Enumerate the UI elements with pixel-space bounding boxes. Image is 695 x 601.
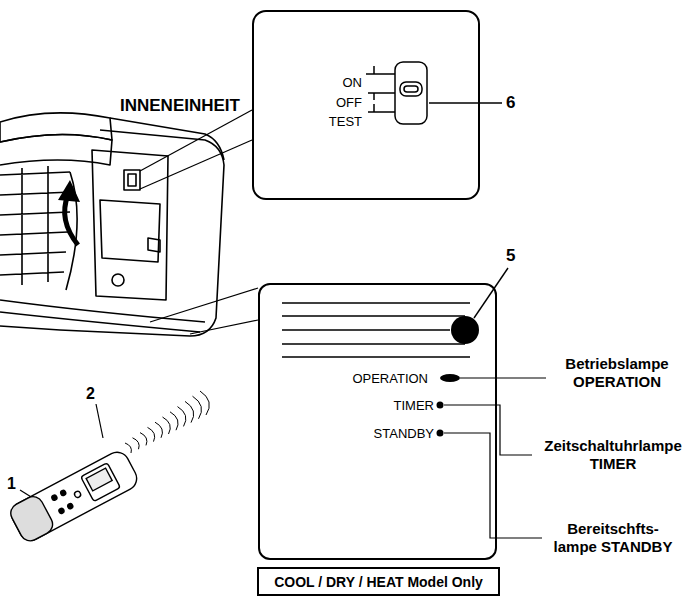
- remote-control-part: [86, 468, 112, 491]
- signal-waves: [125, 391, 209, 453]
- signal-waves-part: [163, 417, 171, 434]
- indoor-unit-part: [148, 238, 160, 252]
- slide-switch-part: [429, 102, 502, 104]
- note-text: COOL / DRY / HEAT Model Only: [274, 575, 483, 589]
- panel-text: OFF: [336, 96, 362, 109]
- display-grille-part: [474, 268, 508, 318]
- remote-control-part: [74, 490, 82, 498]
- signal-waves-part: [185, 401, 194, 422]
- signal-waves-part: [155, 422, 162, 438]
- lamp-label: Zeitschaltuhrlampe TIMER: [537, 437, 689, 473]
- zoom-lines-part: [140, 140, 252, 189]
- model-note-box: COOL / DRY / HEAT Model Only: [257, 567, 500, 596]
- leader-lines: [20, 378, 546, 538]
- signal-waves-part: [178, 407, 186, 427]
- remote-control-part: [60, 490, 67, 497]
- leader-lines-part: [444, 405, 532, 455]
- zoom-lines-part: [190, 320, 258, 334]
- indoor-unit-part: [110, 118, 224, 160]
- zoom-lines-part: [150, 288, 258, 322]
- switch-zoom-box: ON OFF TEST: [252, 10, 480, 200]
- indoor-unit-part: [112, 274, 124, 286]
- open-arrow: [65, 195, 78, 245]
- remote-control-part: [7, 493, 56, 544]
- signal-waves-part: [140, 433, 147, 446]
- arrow-head: [58, 180, 80, 202]
- display-grille-part: [282, 303, 470, 357]
- standby-lamp: [437, 430, 444, 437]
- panel-text: OPERATION: [352, 372, 428, 385]
- display-grille: [282, 268, 508, 357]
- slide-switch: [366, 62, 502, 124]
- receiver-lamp: [451, 316, 479, 344]
- indoor-unit-part: [0, 312, 200, 332]
- signal-waves-part: [125, 443, 131, 453]
- panel-text: STANDBY: [374, 427, 434, 440]
- signal-waves-part: [193, 396, 202, 419]
- remote-control: [7, 448, 141, 544]
- indoor-unit-part: [100, 200, 160, 262]
- indoor-unit-part: [92, 150, 168, 300]
- indoor-unit-part: [0, 300, 205, 322]
- remote-control-part: [7, 448, 141, 544]
- slide-switch-part: [366, 66, 395, 74]
- remote-control-part: [81, 463, 121, 502]
- signal-waves-part: [200, 391, 209, 415]
- slide-switch-part: [395, 62, 427, 124]
- lamp-label: Bereitschfts- lampe STANDBY: [548, 520, 678, 556]
- slide-switch-part: [400, 82, 422, 96]
- indoor-unit-part: [0, 130, 224, 336]
- lamp-label: Betriebslampe OPERATION: [552, 355, 682, 391]
- leader-lines-part: [444, 433, 542, 538]
- indoor-unit-part: [128, 174, 136, 186]
- indoor-unit-part: [0, 166, 72, 285]
- zoom-lines: [140, 110, 258, 334]
- panel-text: TIMER: [394, 399, 434, 412]
- panel-text: ON: [343, 76, 363, 89]
- zoom-lines-part: [140, 110, 252, 171]
- leader-lines-part: [96, 404, 103, 438]
- indoor-unit: [0, 113, 224, 336]
- callout-number: 6: [506, 93, 515, 113]
- remote-control-part: [58, 507, 65, 514]
- display-zoom-box: OPERATION TIMER STANDBY: [258, 283, 497, 560]
- callout-number: 1: [7, 474, 16, 493]
- signal-waves-part: [133, 438, 140, 449]
- operation-lamp: [440, 374, 460, 382]
- leader-lines-part: [460, 377, 546, 378]
- slide-switch-part: [368, 104, 395, 112]
- timer-lamp: [437, 402, 444, 409]
- slide-switch-part: [404, 86, 418, 92]
- slide-switch-part: [368, 93, 395, 100]
- unit-title: INNENEINHEIT: [120, 96, 240, 116]
- signal-waves-part: [148, 427, 155, 441]
- signal-waves-part: [170, 412, 178, 430]
- indoor-unit-part: [124, 170, 140, 190]
- remote-control-part: [51, 494, 58, 501]
- remote-control-part: [67, 503, 74, 510]
- callout-number: 5: [506, 246, 515, 266]
- panel-text: TEST: [329, 115, 362, 128]
- callout-number: 2: [86, 384, 95, 403]
